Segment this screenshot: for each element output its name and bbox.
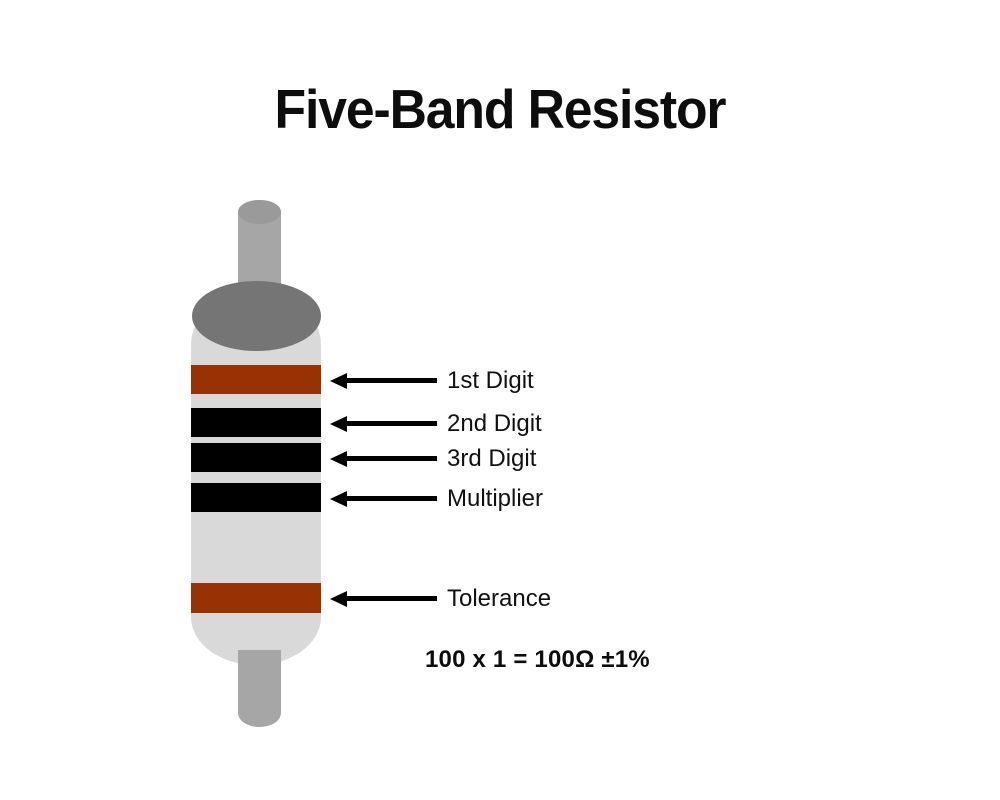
arrow-head-icon (330, 451, 347, 467)
callout-label: Tolerance (447, 585, 552, 612)
arrow-icon (330, 586, 437, 612)
callout-3rd-digit: 3rd Digit (330, 446, 536, 472)
arrow-shaft-icon (345, 378, 437, 383)
arrow-head-icon (330, 416, 347, 432)
arrow-icon (330, 368, 437, 394)
bottom-lead-wire (238, 650, 281, 727)
resistor-end-cap (192, 281, 321, 351)
resistance-formula: 100 x 1 = 100Ω ±1% (425, 646, 650, 673)
callout-2nd-digit: 2nd Digit (330, 411, 542, 437)
callout-label: 3rd Digit (447, 445, 537, 472)
arrow-head-icon (330, 491, 347, 507)
color-band-2-black (191, 408, 321, 437)
arrow-icon (330, 446, 437, 472)
arrow-icon (330, 411, 437, 437)
callout-multiplier: Multiplier (330, 486, 543, 512)
top-lead-wire-tip (238, 200, 281, 224)
arrow-shaft-icon (345, 496, 437, 501)
callout-label: Multiplier (447, 485, 544, 512)
callout-label: 2nd Digit (447, 410, 542, 437)
color-band-3-black (191, 443, 321, 472)
arrow-shaft-icon (345, 421, 437, 426)
color-band-4-black (191, 483, 321, 512)
arrow-shaft-icon (345, 596, 437, 601)
arrow-head-icon (330, 373, 347, 389)
callout-tolerance: Tolerance (330, 586, 551, 612)
resistor-body (191, 290, 321, 665)
callout-label: 1st Digit (447, 367, 534, 394)
color-band-1-brown (191, 365, 321, 394)
page-title: Five-Band Resistor (274, 78, 727, 140)
arrow-icon (330, 486, 437, 512)
callout-1st-digit: 1st Digit (330, 368, 534, 394)
arrow-head-icon (330, 591, 347, 607)
color-band-5-brown (191, 583, 321, 613)
arrow-shaft-icon (345, 456, 437, 461)
